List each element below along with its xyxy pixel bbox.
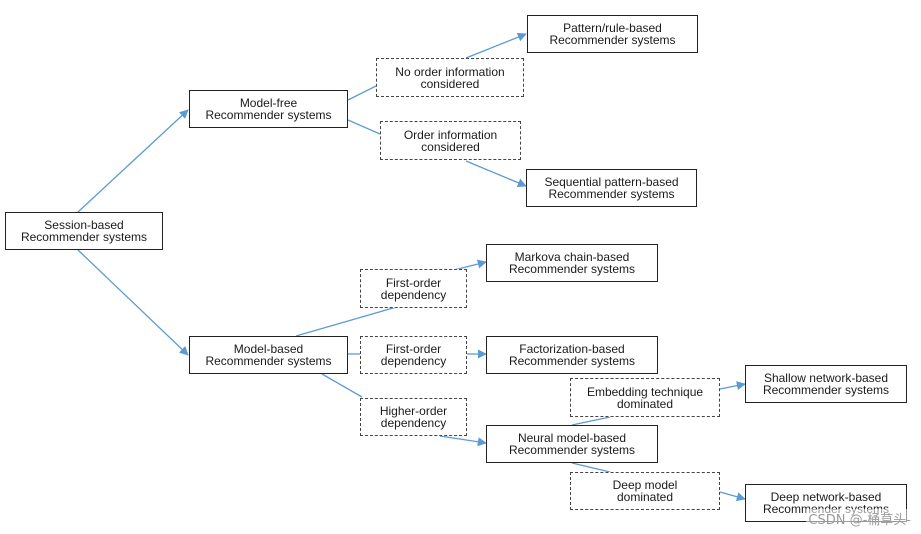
node-deep-model-dominated: Deep model dominated	[570, 472, 720, 510]
edge-deepmodel-to-deepnetwork	[719, 491, 746, 502]
node-session-based: Session-based Recommender systems	[5, 212, 163, 250]
node-factorization: Factorization-based Recommender systems	[486, 336, 658, 374]
node-label: Model-based Recommender systems	[205, 342, 332, 368]
node-no-order-info: No order information considered	[376, 58, 524, 97]
node-sequential-pattern: Sequential pattern-based Recommender sys…	[526, 169, 697, 207]
node-deep-network: Deep network-based Recommender systems	[745, 484, 907, 522]
edge-session-to-modelfree	[77, 109, 189, 213]
watermark: CSDN @-桶草头-	[806, 509, 913, 528]
edge-embedding-to-shallow	[719, 381, 746, 391]
node-embedding-dominated: Embedding technique dominated	[570, 378, 720, 417]
edge-modelfree-to-noorder	[347, 85, 377, 101]
edge-modelbased-to-higherorder	[321, 373, 363, 398]
node-neural-model: Neural model-based Recommender systems	[486, 425, 658, 463]
node-higher-order: Higher-order dependency	[360, 398, 467, 436]
edge-order-to-sequential	[465, 160, 527, 188]
node-first-order-1: First-order dependency	[360, 269, 467, 308]
node-label: Neural model-based Recommender systems	[508, 431, 636, 457]
node-label: Sequential pattern-based Recommender sys…	[544, 175, 679, 201]
node-order-info: Order information considered	[380, 121, 521, 160]
edge-modelbased-to-firstorder1	[295, 305, 401, 337]
edge-neural-to-deepmodel	[571, 462, 611, 473]
edge-session-to-modelbased	[77, 249, 189, 356]
node-label: First-order dependency	[380, 342, 447, 368]
node-label: No order information considered	[395, 64, 505, 91]
node-label: Embedding technique dominated	[586, 384, 704, 411]
node-label: Pattern/rule-based Recommender systems	[549, 21, 676, 47]
node-shallow-network: Shallow network-based Recommender system…	[745, 365, 907, 403]
node-label: First-order dependency	[380, 275, 447, 302]
node-label: Higher-order dependency	[379, 404, 448, 430]
node-pattern-rule: Pattern/rule-based Recommender systems	[527, 15, 698, 53]
node-markova-chain: Markova chain-based Recommender systems	[486, 244, 658, 282]
node-label: Session-based Recommender systems	[20, 218, 148, 244]
node-label: Factorization-based Recommender systems	[508, 342, 636, 368]
node-label: Shallow network-based Recommender system…	[762, 371, 890, 397]
edge-modelfree-to-order	[347, 119, 381, 135]
edge-noorder-to-pattern	[465, 32, 527, 59]
edge-higherorder-to-neural	[439, 435, 487, 447]
node-model-free: Model-free Recommender systems	[189, 90, 348, 128]
node-label: Markova chain-based Recommender systems	[508, 250, 636, 276]
node-first-order-2: First-order dependency	[360, 336, 467, 374]
node-label: Order information considered	[403, 127, 498, 154]
node-label: Deep model dominated	[612, 478, 678, 504]
edge-neural-to-embedding	[571, 416, 611, 426]
node-label: Model-free Recommender systems	[205, 96, 332, 122]
node-model-based: Model-based Recommender systems	[189, 336, 348, 374]
